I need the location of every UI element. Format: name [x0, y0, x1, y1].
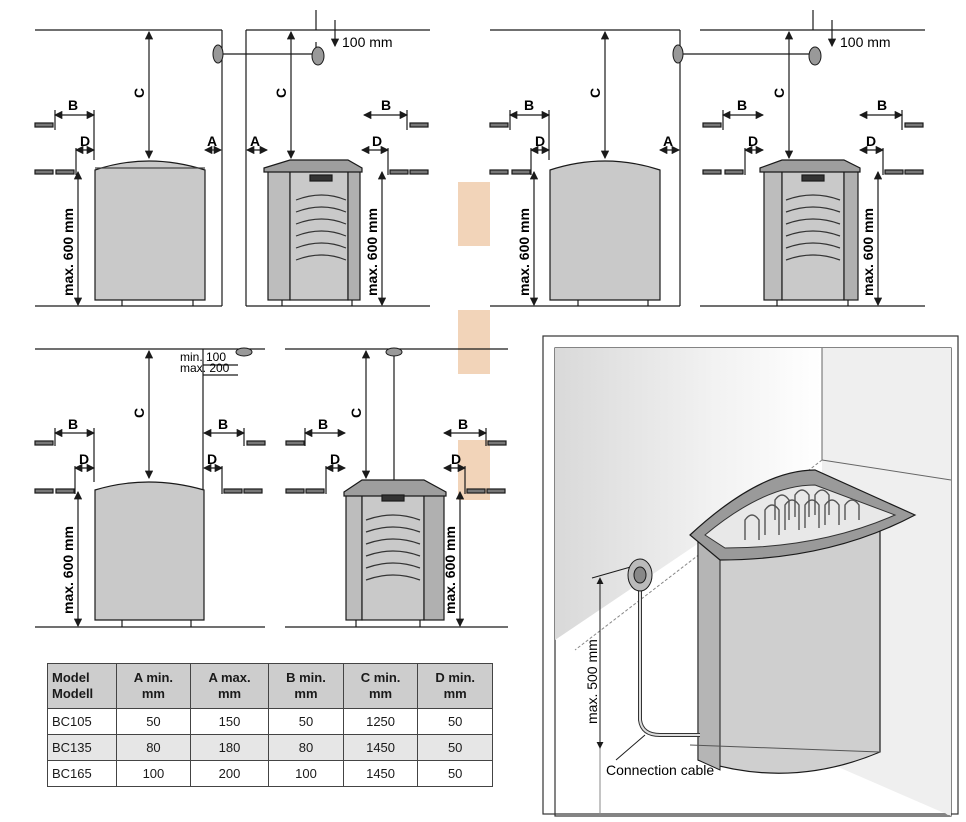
table-cell: 1450 [342, 734, 419, 761]
label-min100: min. 100 [180, 350, 226, 364]
label-c-6: C [348, 408, 364, 418]
diagram-wall-mounted-front [222, 10, 430, 307]
table-row: BC135 80 180 80 1450 50 [47, 734, 493, 761]
label-c-3: C [587, 88, 603, 98]
table-cell: BC135 [47, 734, 117, 761]
hatch-decoration [458, 182, 490, 246]
table-cell: 50 [417, 734, 493, 761]
heater-3d-view-panel [542, 335, 959, 817]
diagram-corner-front [680, 10, 925, 307]
table-row: BC165 100 200 100 1450 50 [47, 760, 493, 787]
table-cell: 50 [417, 708, 493, 735]
table-cell: 50 [417, 760, 493, 787]
table-header: C min.mm [342, 663, 419, 709]
label-b-3: B [524, 97, 534, 113]
label-b-5: B [877, 97, 887, 113]
diagram-wall-mounted-side-2 [489, 29, 681, 307]
label-100mm-1: 100 mm [342, 34, 393, 50]
table-cell: 100 [116, 760, 191, 787]
label-b-4: B [737, 97, 747, 113]
ceiling-sensor-icon [385, 347, 403, 357]
table-header: A max.mm [189, 663, 270, 709]
label-c-2: C [273, 88, 289, 98]
table-cell: 100 [268, 760, 344, 787]
ceiling-sensor-icon [672, 44, 822, 66]
label-d-7: D [207, 451, 217, 467]
table-cell: 1250 [342, 708, 419, 735]
label-d-8: D [330, 451, 340, 467]
label-b-1: B [68, 97, 78, 113]
label-c-1: C [131, 88, 147, 98]
table-cell: 50 [116, 708, 191, 735]
table-cell: 150 [189, 708, 270, 735]
label-d-2: D [372, 133, 382, 149]
table-cell: 80 [116, 734, 191, 761]
label-b-8: B [318, 416, 328, 432]
wall-bracket-icon [627, 558, 653, 592]
label-a-3: A [663, 133, 673, 149]
label-d-9: D [451, 451, 461, 467]
label-max600-3: max. 600 mm [516, 208, 532, 296]
wall-sensor-icon [212, 44, 325, 66]
table-cell: 50 [268, 708, 344, 735]
label-b-2: B [381, 97, 391, 113]
diagram-wall-mounted-side [34, 29, 223, 307]
hatch-decoration [458, 310, 490, 374]
table-cell: 1450 [342, 760, 419, 787]
table-cell: BC165 [47, 760, 117, 787]
label-a-2: A [250, 133, 260, 149]
label-d-1: D [80, 133, 90, 149]
table-header: A min.mm [116, 663, 191, 709]
label-max600-2: max. 600 mm [364, 208, 380, 296]
label-100mm-2: 100 mm [840, 34, 891, 50]
table-header: B min.mm [268, 663, 344, 709]
label-max600-1: max. 600 mm [60, 208, 76, 296]
label-max200: max. 200 [180, 361, 230, 375]
label-b-6: B [68, 416, 78, 432]
label-c-4: C [771, 88, 787, 98]
ceiling-sensor-icon [235, 347, 253, 357]
label-c-5: C [131, 408, 147, 418]
label-a-1: A [207, 133, 217, 149]
label-connection-cable: Connection cable [606, 762, 714, 778]
diagram-ceiling-front [285, 348, 508, 628]
label-d-4: D [748, 133, 758, 149]
label-max500: max. 500 mm [584, 639, 600, 724]
label-max600-5: max. 600 mm [60, 526, 76, 614]
table-cell: 80 [268, 734, 344, 761]
table-cell: 200 [189, 760, 270, 787]
table-row: BC105 50 150 50 1250 50 [47, 708, 493, 735]
label-d-5: D [866, 133, 876, 149]
label-max600-4: max. 600 mm [860, 208, 876, 296]
label-d-3: D [535, 133, 545, 149]
label-b-7: B [218, 416, 228, 432]
label-max600-6: max. 600 mm [442, 526, 458, 614]
label-d-6: D [79, 451, 89, 467]
label-b-9: B [458, 416, 468, 432]
diagram-ceiling-side [34, 348, 266, 628]
table-cell: BC105 [47, 708, 117, 735]
table-cell: 180 [189, 734, 270, 761]
table-header: D min.mm [417, 663, 493, 709]
